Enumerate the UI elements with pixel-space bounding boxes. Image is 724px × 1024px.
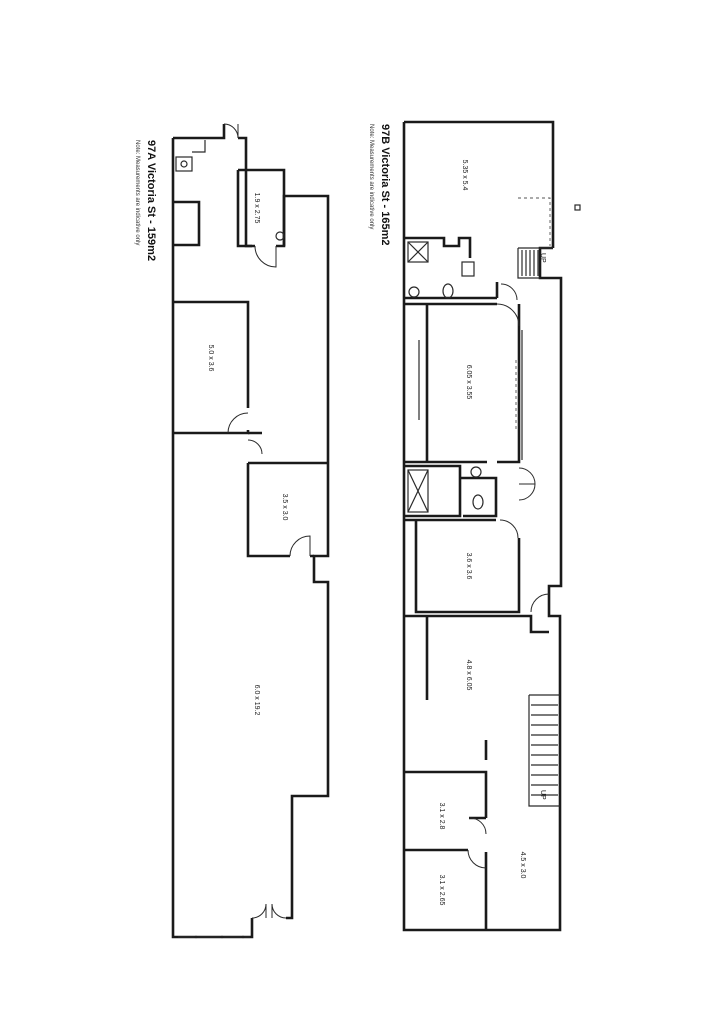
plan-97b-title: 97B Victoria St - 165m2 (379, 124, 391, 245)
plan-97b-stairs-bottom (528, 694, 560, 807)
plan-97b-note: Note: Measurements are indicative only (368, 124, 374, 229)
stair-up-label: UP (539, 790, 546, 800)
plan-97a: 1.9 x 2.75 5.0 x 3.6 3.5 x 3.0 6.0 x 19.… (134, 123, 330, 939)
room-label: 4.5 x 3.0 (519, 852, 526, 879)
room-label: 3.1 x 2.8 (438, 803, 445, 830)
room-label: 3.5 x 3.0 (281, 494, 288, 521)
plan-97b-stair-treads (521, 250, 539, 276)
stair-up-label: UP (539, 253, 546, 263)
room-label: 5.35 x 5.4 (461, 160, 468, 191)
room-label: 6.0 x 19.2 (253, 685, 260, 716)
plan-97a-sink (175, 156, 193, 172)
plan-97a-toilet-icon (275, 231, 285, 241)
plan-97b-bottom-rooms (404, 740, 488, 930)
plan-97b-top-divider (404, 236, 499, 300)
plan-97a-storage (173, 200, 201, 247)
plan-97a-bathroom-wall (236, 168, 286, 248)
room-label: 3.6 x 3.6 (465, 553, 472, 580)
room-label: 1.9 x 2.75 (253, 193, 260, 224)
room-label: 3.1 x 2.65 (438, 875, 445, 906)
room-label: 4.8 x 6.05 (465, 660, 472, 691)
plan-97a-title: 97A Victoria St - 159m2 (145, 140, 157, 261)
plan-97b-stairs-top (517, 247, 553, 279)
plan-97a-note: Note: Measurements are indicative only (134, 140, 140, 245)
plan-97a-meeting-wall (246, 461, 314, 558)
plan-97b-room-605 (404, 302, 521, 464)
room-label: 5.0 x 3.6 (207, 345, 214, 372)
plan-97b-room-36 (404, 518, 521, 614)
plan-97b-outer-wall (402, 120, 563, 932)
plan-97b-room-48 (404, 614, 549, 700)
room-label: 6.05 x 3.55 (465, 365, 472, 400)
plan-97a-partition (248, 431, 328, 465)
plan-97b-stair-treads-2 (531, 704, 558, 796)
plan-97a-front-door (251, 903, 287, 919)
plan-97b: UP (368, 120, 581, 932)
plan-97b-wc-block (404, 464, 498, 518)
toilet-icon (408, 286, 420, 298)
